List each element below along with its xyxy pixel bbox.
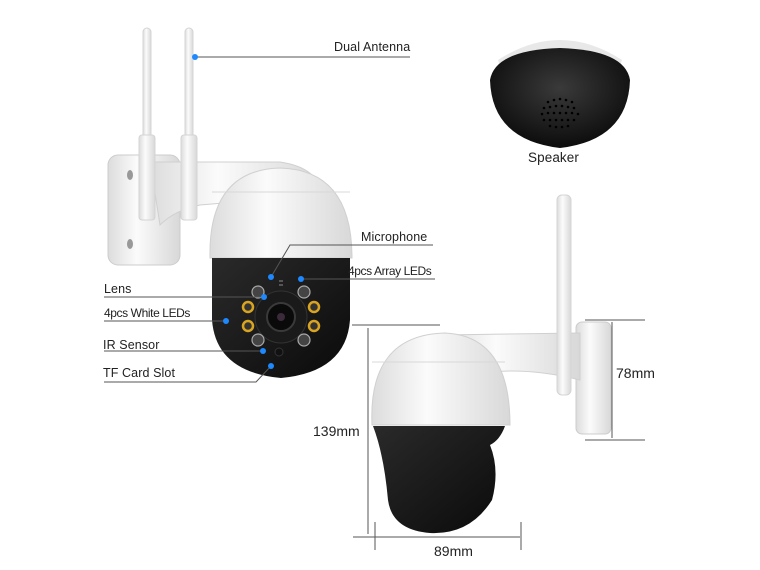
speaker-inset	[490, 20, 630, 160]
dome-white	[209, 167, 353, 259]
dimension-width: 89mm	[434, 543, 473, 559]
side-camera	[371, 194, 612, 534]
dimension-lines	[352, 319, 645, 550]
dimension-height: 139mm	[313, 423, 360, 439]
callout-lens: Lens	[104, 282, 132, 296]
side-antenna	[556, 194, 572, 396]
callout-dots	[192, 54, 561, 369]
callout-white-leds: 4pcs White LEDs	[104, 306, 191, 320]
callout-lines	[104, 56, 435, 383]
antenna-left	[138, 27, 156, 221]
ir-leds	[251, 285, 311, 347]
side-dome-white	[371, 332, 511, 426]
callout-dual-antenna: Dual Antenna	[334, 40, 411, 54]
callout-speaker: Speaker	[528, 150, 579, 165]
antenna-right	[180, 27, 198, 221]
callout-ir-sensor: IR Sensor	[103, 338, 160, 352]
speaker-grille	[540, 97, 580, 129]
callout-tf-card-slot: TF Card Slot	[103, 366, 176, 380]
front-camera	[107, 27, 353, 378]
callout-microphone: Microphone	[361, 230, 428, 244]
white-leds	[241, 300, 321, 333]
side-wall-mount	[575, 321, 612, 435]
dimension-mount-height: 78mm	[616, 365, 655, 381]
callout-array-leds: 4pcs Array LEDs	[348, 264, 432, 278]
side-dome-black	[373, 426, 505, 534]
